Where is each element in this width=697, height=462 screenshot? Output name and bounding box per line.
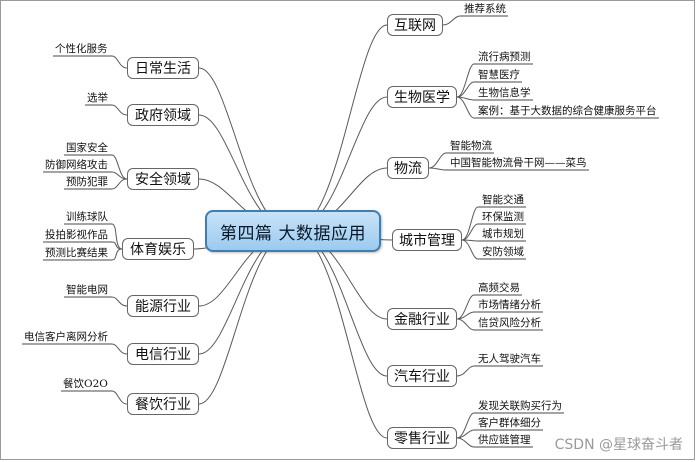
leaf-left-5-0: 电信客户离网分析 [24,331,108,343]
branch-left-1[interactable]: 政府领域 [127,104,199,126]
connector-left-0 [198,67,294,232]
leaf-link-right-1-1 [456,81,475,98]
leaf-left-1-0: 选举 [87,92,108,104]
connector-right-5 [292,230,388,377]
branch-left-3[interactable]: 体育娱乐 [122,238,194,260]
branch-right-2[interactable]: 物流 [387,157,429,179]
leaf-link-right-0-0 [442,15,461,26]
leaf-link-right-2-0 [428,152,447,169]
leaf-left-3-1: 投拍影视作品 [45,229,108,241]
branch-right-6[interactable]: 零售行业 [387,427,457,449]
leaf-left-3-2: 预测比赛结果 [45,247,108,259]
leaf-right-2-0: 智能物流 [450,140,492,152]
leaf-link-right-6-2 [456,437,475,448]
leaf-right-1-2: 生物信息学 [478,87,531,99]
leaf-link-left-6-0 [111,390,128,405]
branch-right-3[interactable]: 城市管理 [392,229,462,251]
leaf-right-5-0: 无人驾驶汽车 [478,353,541,365]
leaf-link-right-3-3 [461,239,479,260]
connector-left-6 [198,230,294,405]
leaf-link-right-3-0 [461,206,479,241]
leaf-link-left-3-0 [111,223,123,250]
leaf-right-4-2: 信贷风险分析 [478,317,541,329]
connector-right-0 [292,24,388,232]
branch-left-0[interactable]: 日常生活 [127,57,199,79]
branch-right-4[interactable]: 金融行业 [387,308,457,330]
leaf-link-right-2-1 [428,167,447,171]
leaf-link-left-1-0 [111,104,128,116]
leaf-link-left-3-2 [111,248,123,261]
leaf-link-left-2-0 [111,154,128,180]
branch-right-5[interactable]: 汽车行业 [387,365,457,387]
leaf-left-4-0: 智能电网 [66,284,108,296]
leaf-link-right-1-3 [456,96,475,119]
leaf-right-6-2: 供应链管理 [478,434,531,446]
branch-left-5[interactable]: 电信行业 [127,343,199,365]
leaf-right-1-1: 智慧医疗 [478,69,520,81]
leaf-link-left-5-0 [111,343,128,355]
branch-left-6[interactable]: 餐饮行业 [127,393,199,415]
leaf-link-right-6-0 [456,412,475,439]
leaf-right-0-0: 推荐系统 [464,3,506,15]
leaf-link-right-4-2 [456,318,475,331]
leaf-right-4-1: 市场情绪分析 [478,299,541,311]
branch-right-0[interactable]: 互联网 [387,14,443,36]
leaf-right-6-1: 客户群体细分 [478,417,541,429]
leaf-link-left-4-0 [111,296,128,307]
leaf-left-2-0: 国家安全 [66,142,108,154]
leaf-right-6-0: 发现关联购买行为 [478,400,562,412]
leaf-left-3-0: 训练球队 [66,211,108,223]
leaf-right-1-3: 案例：基于大数据的综合健康服务平台 [478,105,657,117]
leaf-link-left-2-2 [111,178,128,190]
leaf-link-left-0-0 [111,55,128,69]
branch-right-1[interactable]: 生物医学 [387,86,457,108]
leaf-left-2-2: 预防犯罪 [66,176,108,188]
connector-right-6 [292,230,388,439]
leaf-right-3-2: 城市规划 [482,228,524,240]
leaf-right-1-0: 流行病预测 [478,51,531,63]
leaf-right-4-0: 高频交易 [478,282,520,294]
leaf-right-2-1: 中国智能物流骨干网——菜鸟 [450,157,587,169]
watermark: CSDN @星球奋斗者 [554,437,683,453]
leaf-link-right-1-0 [456,63,475,98]
leaf-link-right-5-0 [456,365,475,377]
leaf-right-3-1: 环保监测 [482,211,524,223]
leaf-right-3-3: 安防领域 [482,246,524,258]
branch-left-4[interactable]: 能源行业 [127,295,199,317]
leaf-link-right-4-0 [456,294,475,320]
leaf-left-0-0: 个性化服务 [55,43,108,55]
leaf-left-6-0: 餐饮O2O [63,378,108,390]
root-topic[interactable]: 第四篇 大数据应用 [205,210,381,252]
leaf-right-3-0: 智能交通 [482,194,524,206]
branch-left-2[interactable]: 安全领域 [127,168,199,190]
leaf-left-2-1: 防御网络攻击 [45,159,108,171]
